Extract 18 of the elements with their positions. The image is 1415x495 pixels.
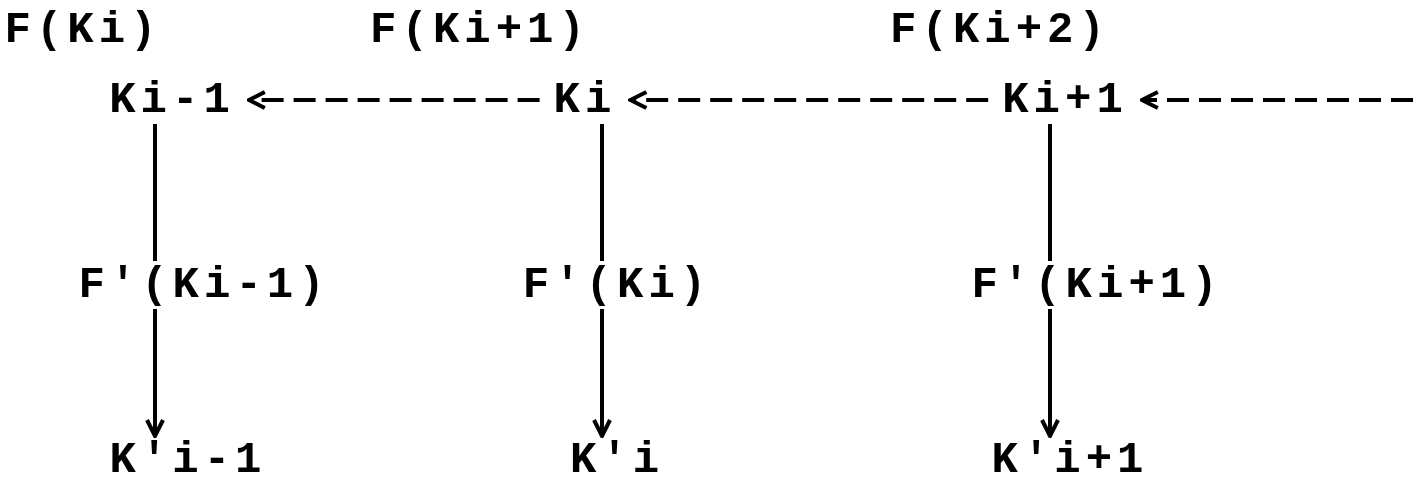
node-label: F'(Ki) (522, 263, 712, 307)
arrow (1139, 90, 1413, 110)
function-label: F(Ki+2) (890, 8, 1110, 52)
node-label: K'i (569, 438, 665, 482)
arrow (145, 309, 165, 438)
arrow (1040, 309, 1060, 438)
arrow (246, 90, 540, 110)
node-label: K'i-1 (109, 438, 267, 482)
node-label: Ki+1 (1002, 78, 1128, 122)
node-label: Ki-1 (109, 78, 235, 122)
node-label: K'i+1 (991, 438, 1149, 482)
node-label: Ki (553, 78, 617, 122)
node-label: F'(Ki+1) (971, 263, 1223, 307)
arrow (592, 309, 612, 438)
function-label: F(Ki+1) (370, 8, 590, 52)
function-label: F(Ki) (4, 8, 162, 52)
arrow (628, 90, 989, 110)
node-label: F'(Ki-1) (78, 263, 330, 307)
